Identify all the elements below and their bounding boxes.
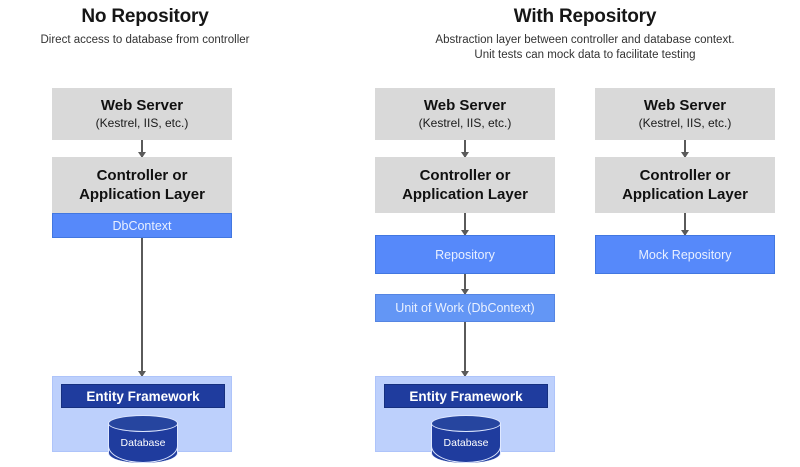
arrow-dbcontext-to-ef-left — [138, 238, 146, 377]
arrow-repository-to-unit-of-work — [461, 274, 469, 295]
node-controller-mock: Controller or Application Layer — [595, 157, 775, 213]
controller-line-2: Application Layer — [622, 186, 748, 203]
node-controller-with-repository: Controller or Application Layer — [375, 157, 555, 213]
panel-subtitle-no-repository: Direct access to database from controlle… — [40, 34, 250, 46]
panel-subtitle-with-repository-line1: Abstraction layer between controller and… — [435, 34, 735, 46]
node-controller-no-repository: Controller or Application Layer — [52, 157, 232, 213]
node-unit-of-work: Unit of Work (DbContext) — [375, 294, 555, 322]
database-label: Database — [120, 437, 166, 449]
node-web-server-no-repository: Web Server (Kestrel, IIS, etc.) — [52, 88, 232, 140]
database-cylinder-middle: Database — [431, 415, 501, 467]
unit-of-work-label: Unit of Work (DbContext) — [395, 301, 535, 315]
web-server-title: Web Server — [643, 97, 727, 114]
panel-subtitle-with-repository-line2: Unit tests can mock data to facilitate t… — [474, 49, 696, 61]
web-server-title: Web Server — [100, 97, 184, 114]
database-cylinder-left: Database — [108, 415, 178, 467]
arrowhead-icon — [138, 152, 146, 158]
repository-label: Repository — [435, 247, 495, 262]
arrow-web-to-controller-right — [681, 140, 689, 158]
arrowhead-icon — [461, 289, 469, 295]
node-web-server-with-repository: Web Server (Kestrel, IIS, etc.) — [375, 88, 555, 140]
panel-title-with-repository: With Repository — [513, 6, 657, 27]
controller-line-1: Controller or — [419, 167, 511, 184]
node-web-server-mock: Web Server (Kestrel, IIS, etc.) — [595, 88, 775, 140]
cylinder-top-ellipse — [108, 415, 178, 432]
container-entity-framework-no-repository: Entity Framework Database — [52, 376, 232, 463]
arrowhead-icon — [461, 230, 469, 236]
dbcontext-label: DbContext — [112, 218, 172, 233]
controller-line-2: Application Layer — [402, 186, 528, 203]
database-label: Database — [443, 437, 489, 449]
cylinder-top-ellipse — [431, 415, 501, 432]
entity-framework-label: Entity Framework — [86, 388, 200, 404]
panel-header-with-repository: With Repository Abstraction layer betwee… — [370, 6, 800, 63]
arrow-unit-of-work-to-ef — [461, 322, 469, 377]
panel-header-no-repository: No Repository Direct access to database … — [0, 6, 290, 48]
node-dbcontext: DbContext — [52, 213, 232, 238]
node-mock-repository: Mock Repository — [595, 235, 775, 274]
panel-title-no-repository: No Repository — [81, 6, 209, 27]
entity-framework-label: Entity Framework — [409, 388, 523, 404]
arrow-controller-to-mock-repository — [681, 213, 689, 236]
node-entity-framework-left: Entity Framework — [61, 384, 225, 408]
arrowhead-icon — [461, 152, 469, 158]
arrowhead-icon — [681, 230, 689, 236]
arrowhead-icon — [681, 152, 689, 158]
web-server-subtitle: (Kestrel, IIS, etc.) — [638, 116, 732, 130]
controller-line-2: Application Layer — [79, 186, 205, 203]
web-server-subtitle: (Kestrel, IIS, etc.) — [95, 116, 189, 130]
arrow-web-to-controller-left — [138, 140, 146, 158]
controller-line-1: Controller or — [96, 167, 188, 184]
web-server-subtitle: (Kestrel, IIS, etc.) — [418, 116, 512, 130]
controller-line-1: Controller or — [639, 167, 731, 184]
arrowhead-icon — [138, 371, 146, 377]
node-entity-framework-middle: Entity Framework — [384, 384, 548, 408]
arrow-web-to-controller-middle — [461, 140, 469, 158]
container-entity-framework-with-repository: Entity Framework Database — [375, 376, 555, 463]
node-repository: Repository — [375, 235, 555, 274]
arrow-controller-to-repository — [461, 213, 469, 236]
web-server-title: Web Server — [423, 97, 507, 114]
diagram-canvas: No Repository Direct access to database … — [0, 6, 800, 463]
arrowhead-icon — [461, 371, 469, 377]
mock-repository-label: Mock Repository — [638, 247, 732, 262]
